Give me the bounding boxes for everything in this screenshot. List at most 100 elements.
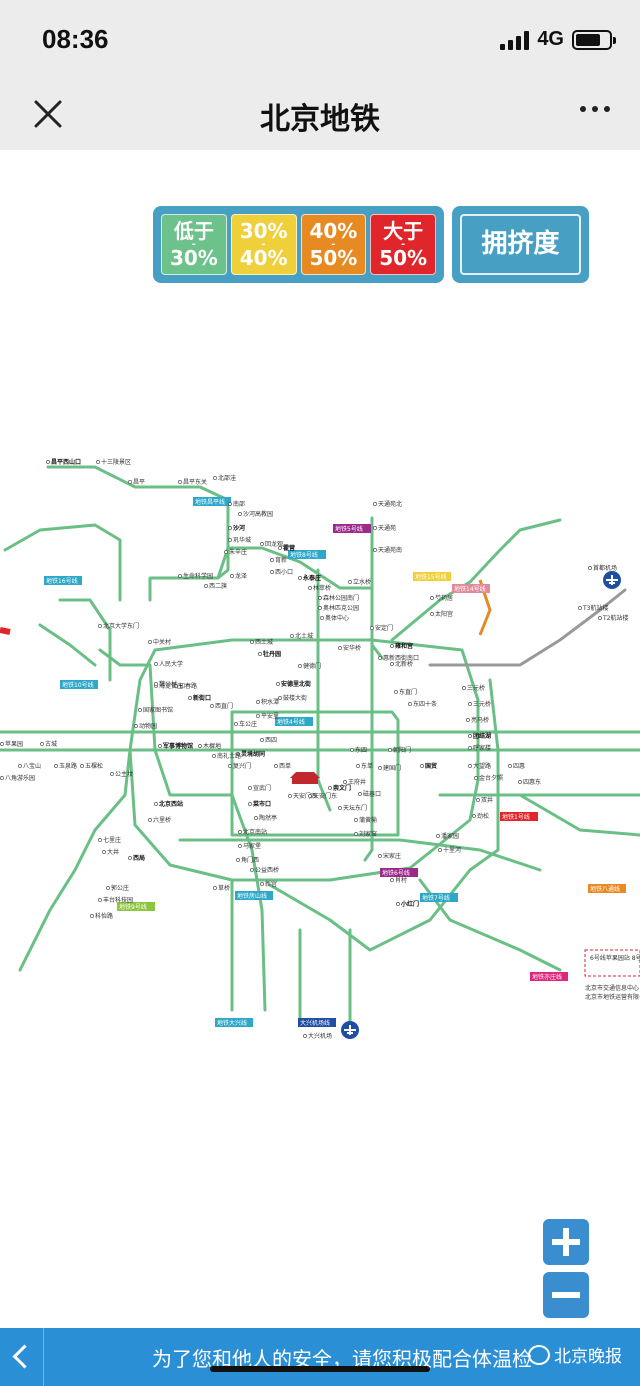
- station[interactable]: 天通苑南: [373, 546, 402, 554]
- station[interactable]: 草桥: [213, 884, 230, 892]
- zoom-out-icon[interactable]: [543, 1272, 589, 1318]
- back-arrow-icon[interactable]: [0, 1328, 44, 1386]
- station[interactable]: 知春路: [174, 682, 197, 690]
- station[interactable]: 南邵: [228, 500, 245, 508]
- station[interactable]: 苹果园: [0, 740, 23, 748]
- station[interactable]: 天通苑: [373, 524, 396, 532]
- station[interactable]: 肖村: [390, 876, 407, 884]
- station[interactable]: 北京南站: [238, 828, 267, 836]
- station[interactable]: 四惠东: [518, 778, 541, 786]
- station[interactable]: 菜市口: [248, 800, 271, 808]
- station[interactable]: 马家堡: [238, 842, 261, 850]
- station[interactable]: 小红门: [396, 900, 419, 908]
- station[interactable]: 安华桥: [338, 644, 361, 652]
- station[interactable]: 西局: [128, 854, 145, 862]
- subway-map-canvas[interactable]: 地铁昌平线 地铁5号线 地铁8号线 地铁15号线 地铁14号线 地铁16号线 地…: [0, 450, 640, 1050]
- station[interactable]: 磁器口: [358, 790, 381, 798]
- station[interactable]: 国家图书馆: [138, 706, 173, 714]
- station[interactable]: 复兴门: [228, 762, 251, 770]
- station[interactable]: 森林公园南门: [318, 594, 359, 602]
- station[interactable]: 车公庄: [234, 720, 257, 728]
- station[interactable]: 刘家窑: [354, 830, 377, 838]
- station[interactable]: 雍和宫: [390, 642, 413, 650]
- station[interactable]: 东四十条: [408, 700, 437, 708]
- station[interactable]: 北邵洼: [213, 474, 236, 482]
- station[interactable]: 天坛东门: [338, 804, 367, 812]
- station[interactable]: 潘家园: [436, 832, 459, 840]
- station[interactable]: 回龙观: [260, 540, 283, 548]
- station[interactable]: 六里桥: [148, 816, 171, 824]
- station[interactable]: 惠新西街南口: [378, 654, 419, 662]
- station[interactable]: 奥林匹克公园: [318, 604, 359, 612]
- station[interactable]: T3航站楼: [578, 604, 608, 612]
- station[interactable]: 公主坟: [110, 770, 133, 778]
- station[interactable]: 蒲黄榆: [354, 816, 377, 824]
- station[interactable]: 沙河: [228, 524, 245, 532]
- station[interactable]: 东四: [350, 746, 367, 754]
- station[interactable]: 呼家楼: [468, 744, 491, 752]
- close-icon[interactable]: [30, 96, 66, 132]
- station[interactable]: 公益西桥: [250, 866, 279, 874]
- station[interactable]: 五棵松: [80, 762, 103, 770]
- station[interactable]: 朱辛庄: [224, 548, 247, 556]
- station[interactable]: 十里河: [438, 846, 461, 854]
- station[interactable]: 新街口: [188, 694, 211, 702]
- station[interactable]: 陶然亭: [254, 814, 277, 822]
- station[interactable]: 生命科学园: [178, 572, 213, 580]
- station[interactable]: 朝阳门: [388, 746, 411, 754]
- station[interactable]: 军事博物馆: [158, 742, 193, 750]
- station[interactable]: 安定门: [370, 624, 393, 632]
- station[interactable]: 昌平: [128, 479, 145, 486]
- station[interactable]: 东单: [356, 762, 373, 770]
- station[interactable]: 大兴机场: [303, 1032, 332, 1040]
- station[interactable]: 牡丹园: [258, 650, 281, 658]
- station[interactable]: 沙河高教园: [238, 510, 273, 518]
- station[interactable]: 东直门: [394, 688, 417, 696]
- station[interactable]: 霍营: [278, 544, 295, 552]
- station[interactable]: 立水桥: [348, 578, 371, 586]
- station[interactable]: 北土城: [290, 632, 313, 640]
- station[interactable]: 人民大学: [154, 660, 183, 668]
- station[interactable]: 十三陵景区: [96, 458, 131, 466]
- station[interactable]: 健德门: [298, 662, 321, 670]
- station[interactable]: 古城: [40, 740, 57, 748]
- station[interactable]: 积水潭: [256, 698, 279, 706]
- station[interactable]: 木樨地: [198, 742, 221, 750]
- station[interactable]: 昌平东关: [178, 478, 207, 486]
- station[interactable]: 八宝山: [18, 762, 41, 770]
- zoom-in-icon[interactable]: [543, 1219, 589, 1265]
- station[interactable]: 北京大学东门: [98, 622, 139, 630]
- station[interactable]: 大望路: [468, 762, 491, 770]
- station[interactable]: 丰台科技园: [98, 896, 133, 904]
- station[interactable]: 安德里北街: [276, 680, 311, 688]
- station[interactable]: 团结湖: [468, 732, 491, 740]
- station[interactable]: 新宫: [260, 880, 277, 888]
- station[interactable]: 金台夕照: [474, 774, 503, 782]
- station[interactable]: 王府井: [343, 778, 366, 786]
- station[interactable]: 劲松: [472, 812, 489, 820]
- station[interactable]: 崇文门: [328, 784, 351, 792]
- station[interactable]: 玉泉路: [54, 762, 77, 770]
- station[interactable]: 巩华城: [228, 536, 251, 544]
- station[interactable]: 双井: [476, 796, 493, 804]
- station[interactable]: 永泰庄: [298, 574, 321, 582]
- station[interactable]: 八角游乐园: [0, 774, 35, 782]
- station[interactable]: 三元桥: [468, 700, 491, 708]
- station[interactable]: 西二旗: [204, 582, 227, 590]
- home-indicator[interactable]: [210, 1366, 430, 1372]
- station[interactable]: 西直门: [210, 702, 233, 710]
- station[interactable]: 天通苑北: [373, 500, 402, 508]
- station[interactable]: 七里庄: [98, 836, 121, 844]
- station[interactable]: 动物园: [134, 722, 157, 730]
- station[interactable]: T2航站楼: [598, 614, 628, 622]
- station[interactable]: 角门西: [236, 856, 259, 864]
- station[interactable]: 北新桥: [390, 660, 413, 668]
- station[interactable]: 魏公村: [154, 680, 177, 688]
- station[interactable]: 亮马桥: [466, 716, 489, 724]
- station[interactable]: 天安门西: [288, 792, 317, 800]
- station[interactable]: 鼓楼大街: [278, 694, 307, 702]
- station[interactable]: 奥体中心: [320, 614, 349, 622]
- station[interactable]: 中关村: [148, 638, 171, 646]
- station[interactable]: 宋家庄: [378, 852, 401, 860]
- station[interactable]: 西单: [274, 762, 291, 770]
